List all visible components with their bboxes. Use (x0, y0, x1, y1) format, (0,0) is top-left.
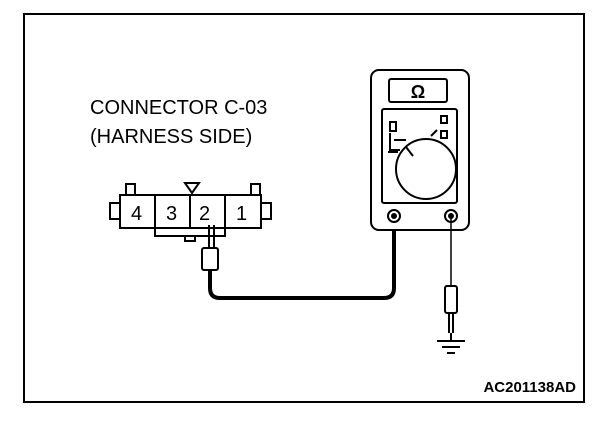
pin-label-2: 2 (199, 203, 210, 225)
diagram-frame (23, 13, 585, 403)
figure-code: AC201138AD (483, 379, 576, 396)
connector-left-ear (109, 202, 121, 220)
meter-unit-ohm: Ω (411, 82, 425, 102)
connector-title-line2: (HARNESS SIDE) (90, 126, 252, 148)
meter-display (388, 78, 448, 103)
test-lead-wire (208, 218, 396, 300)
pin-label-3: 3 (166, 203, 177, 225)
connector-right-ear (260, 202, 272, 220)
connector-c03 (109, 182, 272, 242)
connector-title-line1: CONNECTOR C-03 (90, 97, 267, 119)
pin-label-4: 4 (131, 203, 142, 225)
ground-symbol-icon (437, 333, 465, 354)
pin-label-1: 1 (236, 203, 247, 225)
connector-key-triangle (183, 182, 201, 195)
meter-dial (395, 138, 457, 200)
probe-into-pin-2 (201, 225, 219, 271)
ohmmeter (370, 69, 470, 231)
ground-probe (444, 285, 458, 333)
